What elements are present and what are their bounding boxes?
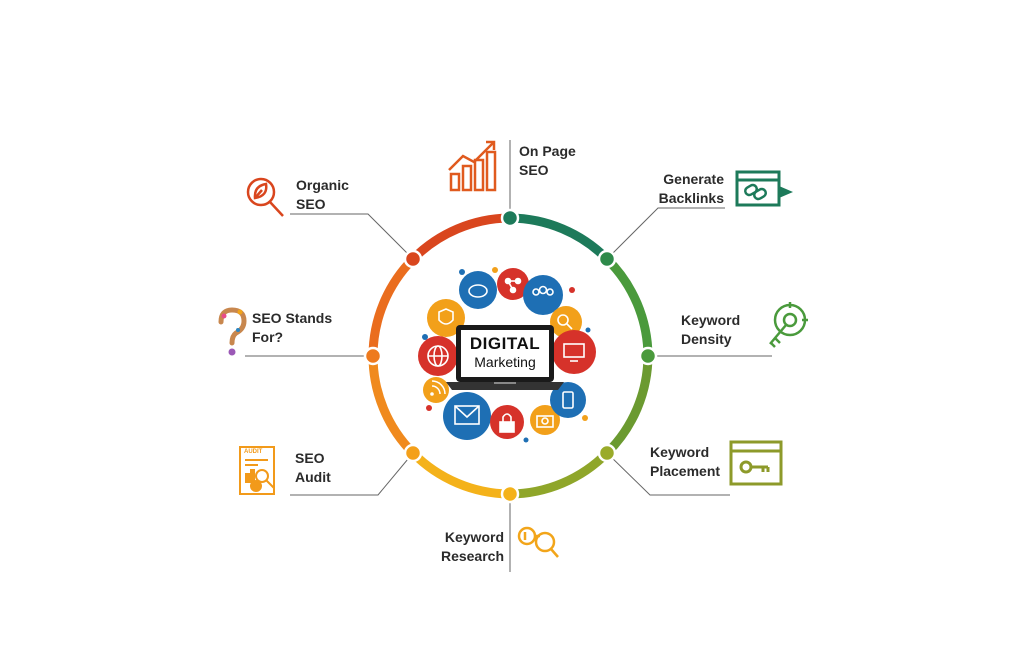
connectors	[245, 140, 772, 572]
ring-arc-bottom-right	[509, 449, 611, 499]
center-subtitle: Marketing	[474, 354, 536, 370]
bubble-cloud-icon	[550, 382, 586, 418]
laptop-icon	[446, 325, 564, 390]
key-search-icon	[517, 526, 559, 558]
ring-arc-bottom-left	[409, 449, 511, 499]
key-target-icon	[769, 302, 808, 348]
node-organic-seo	[403, 249, 423, 269]
center-title: DIGITAL	[469, 334, 541, 353]
node-keyword-placement	[597, 443, 617, 463]
audit-icon-text: AUDIT	[244, 449, 263, 455]
bubble-shield-icon	[427, 299, 465, 337]
ring	[368, 213, 653, 499]
connector-backlinks	[606, 207, 725, 260]
question-mark-icon	[218, 307, 247, 356]
bubble-piggy-icon	[459, 271, 497, 309]
node-keyword-density	[638, 346, 658, 366]
bubble-monitor-icon	[552, 330, 596, 374]
center-cluster	[418, 267, 596, 443]
connector-organic-seo	[290, 213, 414, 260]
node-backlinks	[597, 249, 617, 269]
node-seo-stands-for	[363, 346, 383, 366]
ring-arc-lower-right	[603, 355, 653, 457]
key-browser-icon	[729, 440, 783, 486]
ring-arc-top-right	[509, 213, 611, 263]
node-seo-audit	[403, 443, 423, 463]
ring-arc-upper-right	[603, 255, 653, 357]
growth-chart-icon	[448, 140, 497, 192]
connector-keyword-placement	[606, 452, 730, 496]
ring-nodes	[363, 208, 658, 504]
audit-report-icon	[239, 446, 275, 495]
leaf-search-icon	[246, 177, 284, 217]
ring-arc-lower-left	[368, 355, 417, 457]
link-browser-icon	[735, 170, 793, 207]
ring-arc-top-left	[409, 213, 511, 263]
bubble-network-icon	[497, 268, 529, 300]
bubble-rss-icon	[423, 377, 449, 403]
bubble-people-icon	[523, 275, 563, 315]
node-keyword-research	[500, 484, 520, 504]
node-on-page-seo	[500, 208, 520, 228]
ring-arc-upper-left	[368, 255, 417, 357]
connector-seo-audit	[290, 452, 414, 496]
